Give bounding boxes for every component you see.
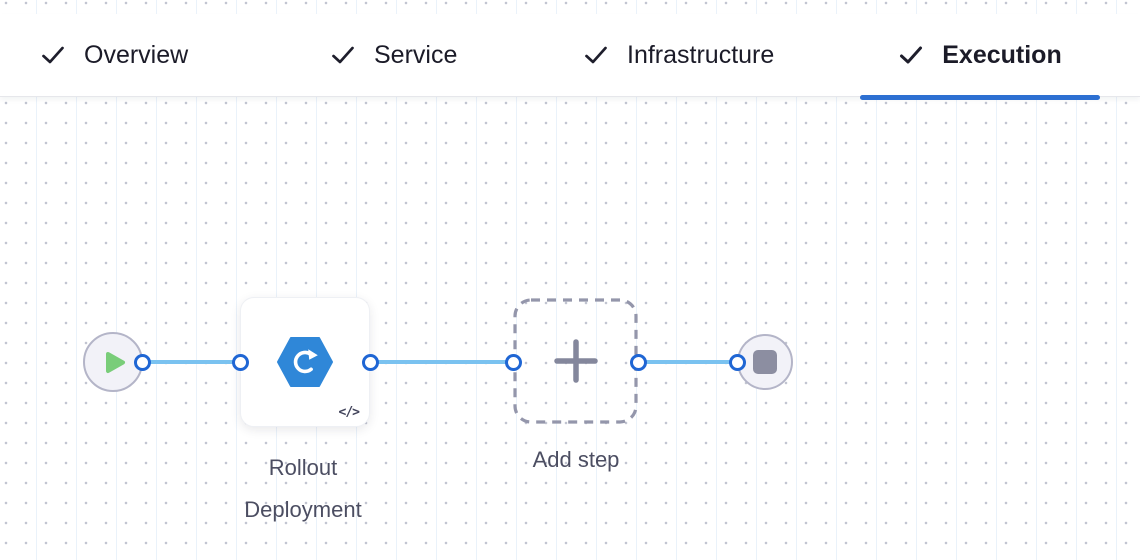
- port-start-out[interactable]: [133, 353, 151, 371]
- stage-tab-bar: Overview Service Infrastructure Executio…: [0, 14, 1140, 100]
- tab-label: Execution: [942, 40, 1062, 69]
- port-step-out[interactable]: [361, 353, 379, 371]
- port-end-in[interactable]: [728, 353, 746, 371]
- tab-execution[interactable]: Execution: [860, 14, 1100, 100]
- plus-icon: [553, 338, 599, 384]
- tab-service[interactable]: Service: [330, 14, 457, 96]
- play-icon: [105, 351, 126, 374]
- port-addstep-in[interactable]: [504, 353, 522, 371]
- connector-addstep-to-end: [638, 360, 737, 364]
- rollout-deployment-icon: [277, 337, 333, 387]
- active-tab-underline: [860, 95, 1100, 100]
- end-node[interactable]: [737, 334, 793, 390]
- check-icon: [898, 42, 924, 68]
- dashed-frame: [513, 298, 638, 424]
- step-node-label: Rollout Deployment: [244, 455, 362, 522]
- tab-label: Service: [374, 40, 458, 69]
- tab-overview[interactable]: Overview: [40, 14, 188, 96]
- step-node-rollout-deployment[interactable]: </>: [240, 297, 370, 427]
- connector-step-to-addstep: [370, 360, 513, 364]
- code-icon: </>: [338, 405, 361, 420]
- check-icon: [330, 42, 356, 68]
- connector-start-to-step: [142, 360, 240, 364]
- tab-infrastructure[interactable]: Infrastructure: [583, 14, 774, 96]
- add-step-button[interactable]: [513, 298, 638, 424]
- check-icon: [583, 42, 609, 68]
- start-node[interactable]: [83, 332, 143, 392]
- stop-icon: [753, 350, 777, 374]
- check-icon: [40, 42, 66, 68]
- port-step-in[interactable]: [231, 353, 249, 371]
- tab-label: Overview: [84, 40, 189, 69]
- add-step-label: Add step: [532, 447, 620, 472]
- tab-label: Infrastructure: [627, 40, 775, 69]
- port-addstep-out[interactable]: [629, 353, 647, 371]
